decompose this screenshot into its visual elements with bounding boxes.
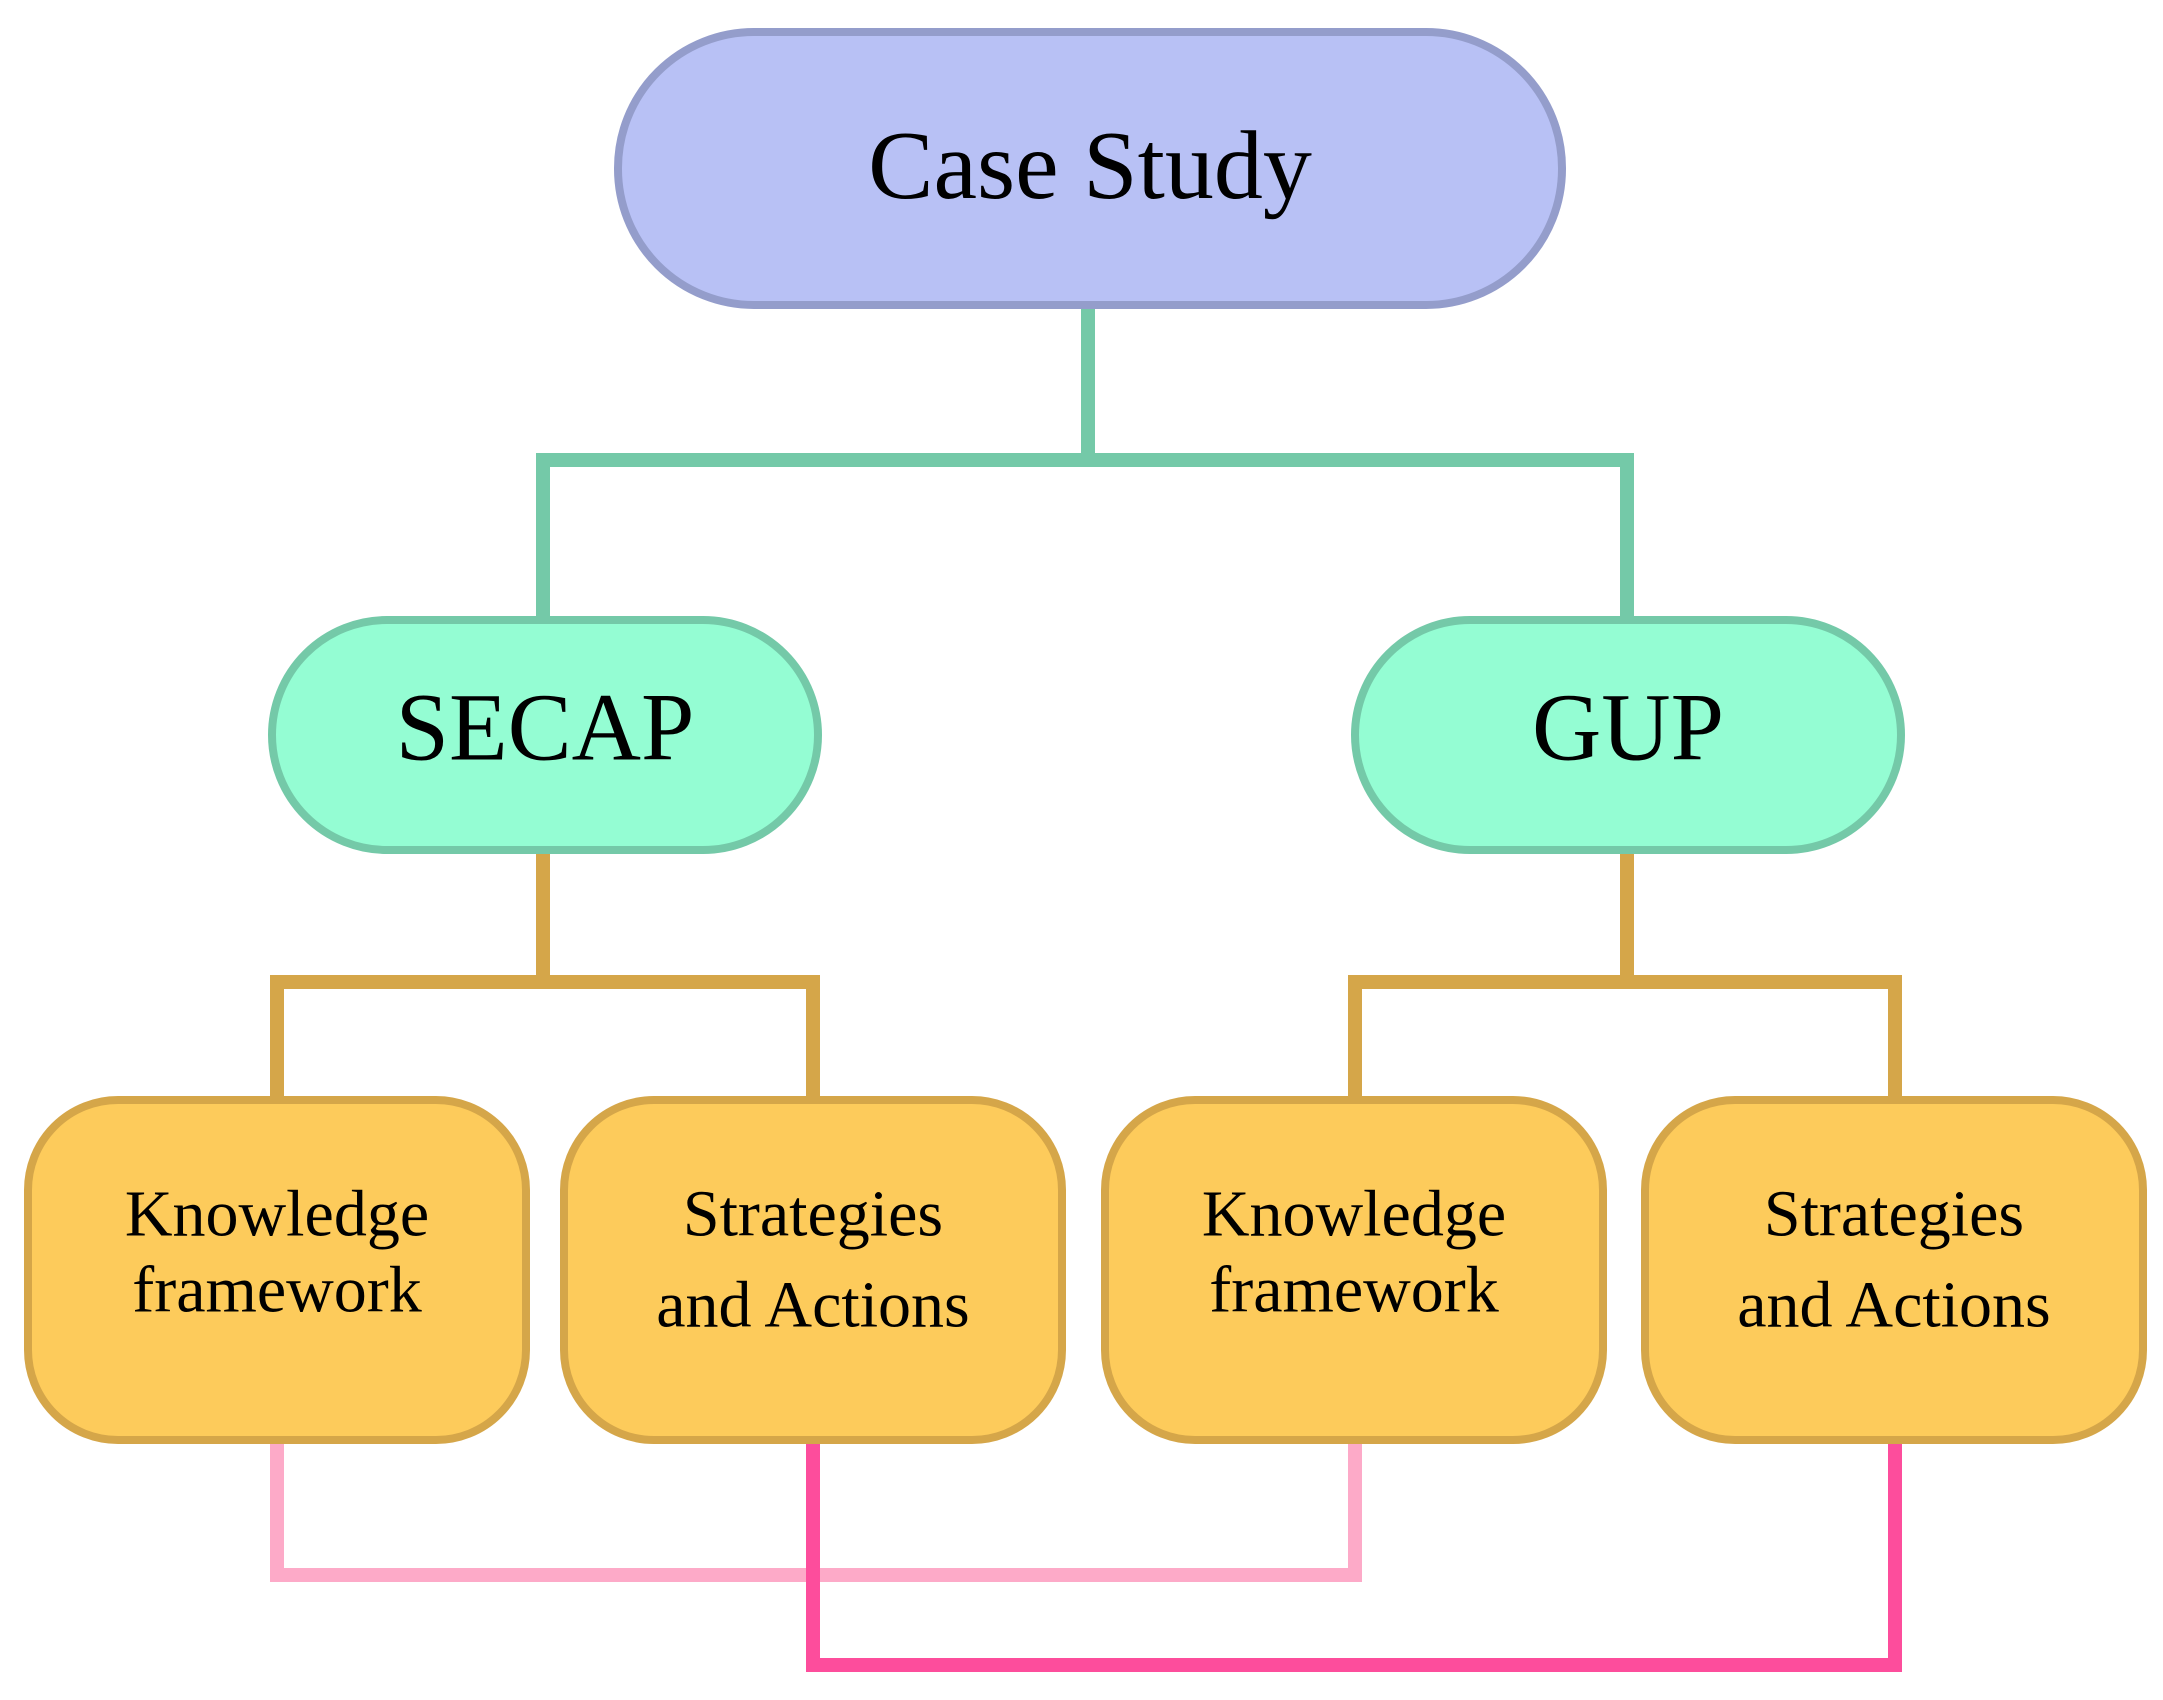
root-label: Case Study [868,112,1312,220]
connector-gup-to-leaves [1348,975,1902,1100]
secap-knowledge-framework-node: Knowledge framework [24,1096,530,1444]
gup-label: GUP [1532,674,1724,781]
gup-node: GUP [1351,616,1905,854]
leaf-label-line-1: Strategies [683,1178,943,1251]
leaf-label-line-2: framework [132,1254,422,1327]
leaf-label-line-1: Strategies [1764,1178,2024,1251]
secap-strategies-and-actions-node: Strategies and Actions [560,1096,1066,1444]
leaf-label-line-1: Knowledge [1202,1178,1506,1251]
leaf-label-line-2: and Actions [1737,1269,2050,1342]
gup-strategies-and-actions-node: Strategies and Actions [1641,1096,2147,1444]
leaf-label-line-1: Knowledge [125,1178,429,1251]
gup-knowledge-framework-node: Knowledge framework [1101,1096,1607,1444]
connector-secap-to-leaves [270,975,820,1100]
leaf-label-line-2: and Actions [656,1269,969,1342]
connector-strategies-and-actions [806,1440,1902,1672]
connector-root-to-branches [536,453,1634,617]
secap-label: SECAP [396,674,695,781]
secap-node: SECAP [268,616,822,854]
root-node: Case Study [614,28,1566,309]
leaf-label-line-2: framework [1209,1254,1499,1327]
